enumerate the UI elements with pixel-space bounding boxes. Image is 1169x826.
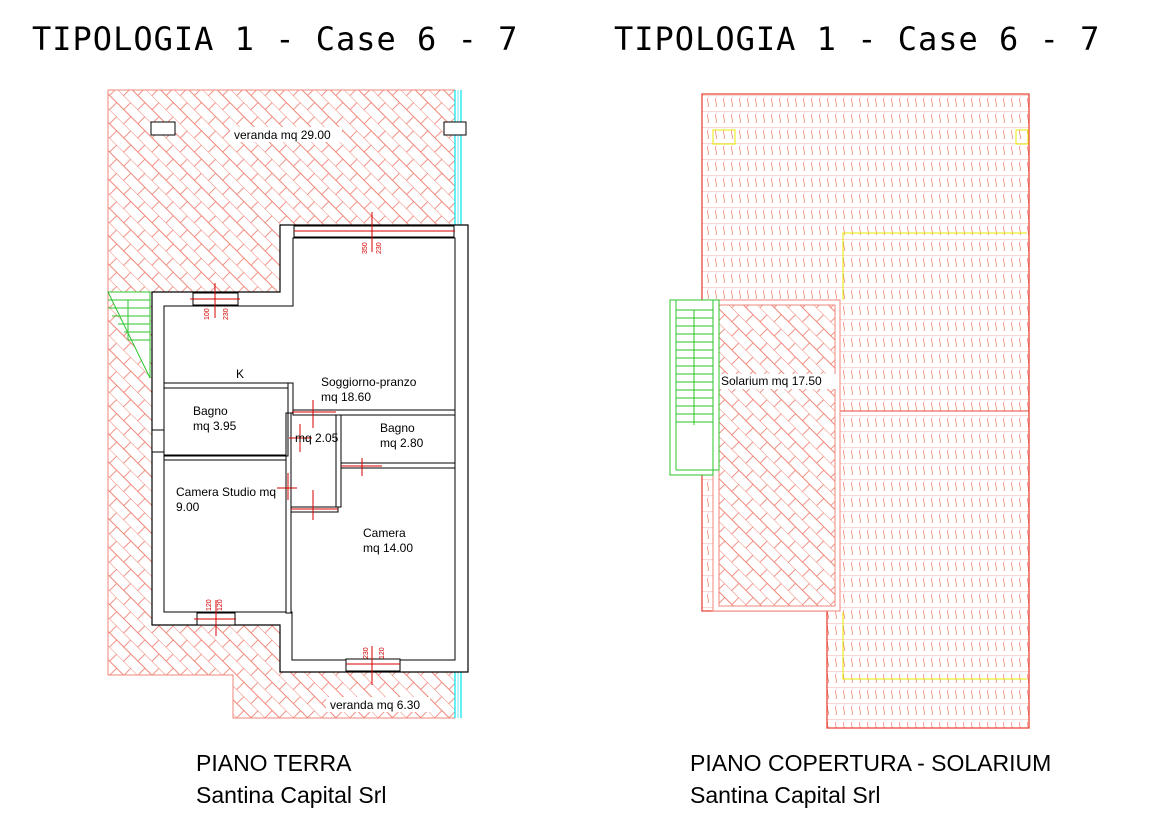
ground-floor-plan: 350 230 100 230 120 120 230 120 veranda … — [107, 89, 469, 719]
external-stairs — [107, 291, 151, 379]
veranda-top-label: veranda mq 29.00 — [234, 128, 331, 142]
title-right: TIPOLOGIA 1 - Case 6 - 7 — [614, 20, 1101, 58]
solarium-label-bg — [718, 374, 836, 389]
building-inner-wall — [163, 237, 456, 661]
studio-name: Camera Studio mq — [176, 485, 276, 499]
dim-kitchen-a: 100 — [204, 308, 211, 320]
caption-left-line1: PIANO TERRA — [196, 750, 352, 776]
bagno2-area: mq 2.80 — [380, 436, 424, 450]
veranda-bottom-label-bg — [326, 697, 430, 712]
solarium-label: Solarium mq 17.50 — [721, 374, 822, 388]
solarium-paving — [718, 304, 836, 607]
dim-kitchen-b: 230 — [223, 308, 230, 320]
dim-camera-a: 230 — [363, 647, 370, 659]
bagno2-name: Bagno — [380, 421, 415, 435]
studio-area: 9.00 — [176, 500, 200, 514]
caption-right-line1: PIANO COPERTURA - SOLARIUM — [690, 750, 1052, 776]
roof-stairs — [669, 299, 720, 476]
outdoor-unit-right — [443, 121, 467, 136]
caption-right-line2: Santina Capital Srl — [690, 782, 881, 808]
bagno1-name: Bagno — [193, 404, 228, 418]
veranda-bottom-label: veranda mq 6.30 — [330, 698, 420, 712]
roof-plan: Solarium mq 17.50 — [669, 93, 1030, 729]
dim-front-b: 230 — [376, 242, 383, 254]
soggiorno-name: Soggiorno-pranzo — [321, 375, 417, 389]
dim-studio-b: 120 — [217, 599, 224, 611]
dim-camera-b: 120 — [379, 647, 386, 659]
yellow-outline — [712, 129, 1029, 680]
title-left: TIPOLOGIA 1 - Case 6 - 7 — [32, 20, 519, 58]
veranda-top-label-bg — [230, 127, 342, 142]
kitchen-mark: K — [236, 367, 244, 381]
dim-studio-a: 120 — [206, 599, 213, 611]
window-dimension-marks — [190, 212, 455, 685]
disimpegno-area: mq 2.05 — [295, 431, 339, 445]
camera-area: mq 14.00 — [363, 541, 413, 555]
caption-left-line2: Santina Capital Srl — [196, 782, 387, 808]
dim-front-a: 350 — [362, 242, 369, 254]
outdoor-unit-left — [150, 121, 176, 136]
soggiorno-area: mq 18.60 — [321, 390, 371, 404]
bagno1-area: mq 3.95 — [193, 419, 237, 433]
camera-name: Camera — [363, 526, 406, 540]
